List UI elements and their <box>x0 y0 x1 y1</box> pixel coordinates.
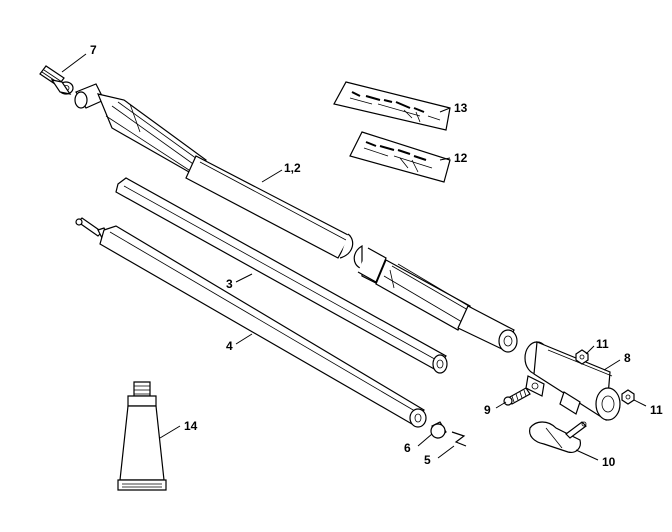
callout-5: 5 <box>424 453 431 467</box>
part-8-clamp-housing <box>524 341 621 422</box>
leader-11-lower <box>633 399 647 407</box>
part-1-2-drive-tube <box>74 83 518 353</box>
part-13-label <box>333 81 451 131</box>
callout-12: 12 <box>454 151 468 165</box>
leader-14 <box>159 425 181 439</box>
callout-11-lower: 11 <box>650 403 663 417</box>
leader-13 <box>439 107 451 113</box>
leader-6 <box>417 433 433 447</box>
callout-13: 13 <box>454 101 468 115</box>
leader-9 <box>495 401 507 409</box>
leader-5 <box>437 445 455 459</box>
part-9-screw <box>503 387 531 406</box>
leader-4 <box>235 333 253 345</box>
callout-10: 10 <box>602 455 616 469</box>
part-5-snap-ring <box>451 431 467 447</box>
callout-4: 4 <box>226 339 233 353</box>
callout-8: 8 <box>624 351 631 365</box>
leader-10 <box>575 449 599 461</box>
leader-1-2 <box>261 169 283 183</box>
part-3-liner-tube <box>115 177 448 374</box>
callout-1-2: 1,2 <box>284 161 301 175</box>
part-14-grease-tube <box>117 381 167 491</box>
callout-14: 14 <box>184 419 198 433</box>
leader-7 <box>61 53 87 73</box>
callout-3: 3 <box>226 277 233 291</box>
callout-11-upper: 11 <box>596 337 609 351</box>
part-11-nut-upper <box>575 349 589 365</box>
part-11-nut-lower <box>621 389 635 405</box>
callout-numbers: 7 1,2 3 4 13 12 14 6 5 9 8 11 11 10 <box>90 43 663 469</box>
leader-12 <box>439 157 451 161</box>
callout-9: 9 <box>484 403 491 417</box>
leader-3 <box>235 273 253 283</box>
callout-7: 7 <box>90 43 97 57</box>
part-12-label <box>349 131 451 183</box>
part-10-wing-knob <box>529 421 587 453</box>
leader-lines <box>61 53 647 461</box>
part-4-drive-shaft <box>75 217 427 428</box>
part-7-end-cap <box>39 65 74 95</box>
callout-6: 6 <box>404 441 411 455</box>
leader-8 <box>603 359 621 371</box>
part-6-sleeve <box>430 421 447 439</box>
leader-11-upper <box>585 345 595 355</box>
